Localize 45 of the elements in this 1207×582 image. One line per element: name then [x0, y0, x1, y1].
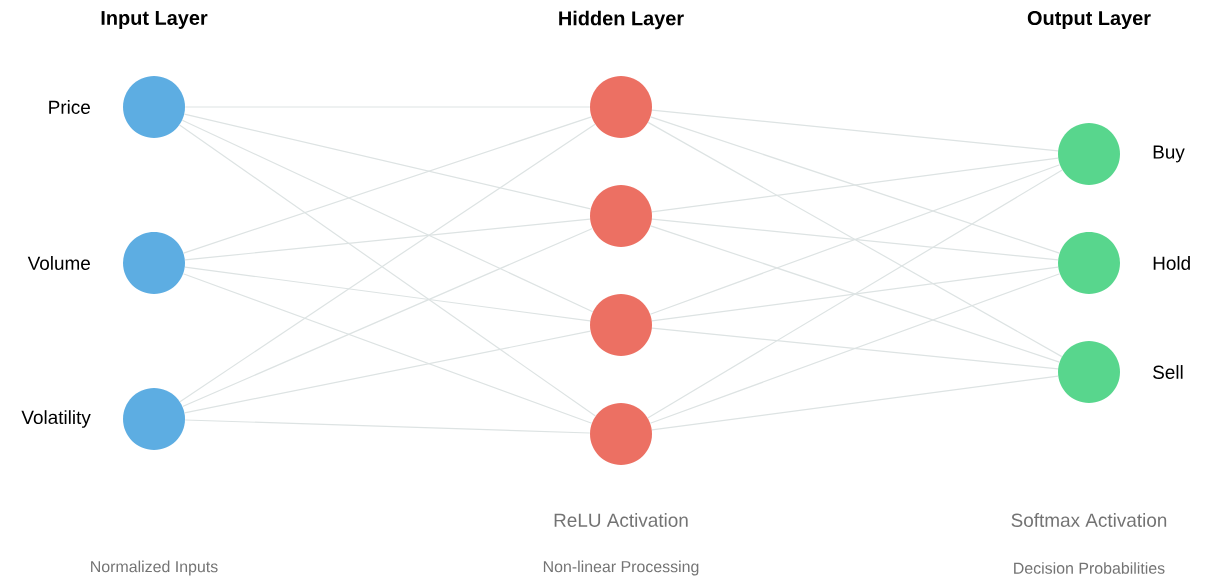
neuron-label: Hold — [1153, 256, 1190, 270]
connection-line — [651, 327, 1059, 370]
connection-line — [647, 169, 1063, 419]
connection-line — [184, 218, 591, 261]
connection-line — [182, 227, 593, 408]
connection-line — [651, 157, 1059, 213]
connection-line — [651, 218, 1059, 261]
connection-line — [650, 225, 1060, 363]
neuron-label: Volatility — [21, 410, 91, 428]
layer-caption: Softmax Activation — [1011, 513, 1167, 527]
heading: Hidden Layer — [559, 10, 684, 30]
connection-line — [651, 109, 1059, 152]
connection-line — [184, 330, 591, 414]
neuron-circle — [590, 294, 652, 356]
connection-line — [184, 266, 591, 322]
neuron-label: Buy — [1153, 145, 1185, 163]
neuron-circle — [590, 185, 652, 247]
layer-note: Non-linear Processing — [543, 560, 699, 576]
neuron-label: Volume — [27, 256, 90, 270]
connection-line — [181, 119, 594, 313]
connection-line — [182, 273, 593, 424]
neuron-circle — [123, 388, 185, 450]
connection-line — [651, 266, 1059, 322]
neuron-circle — [590, 76, 652, 138]
neuron-label: Price — [49, 100, 90, 114]
layer-note: Normalized Inputs — [91, 560, 218, 576]
layer-caption: ReLU Activation — [554, 513, 688, 527]
connection-line — [183, 116, 592, 254]
heading: Output Layer — [1027, 11, 1151, 30]
neuron-circle — [590, 403, 652, 465]
connection-line — [183, 113, 592, 210]
neuron-circle — [123, 76, 185, 138]
heading: Input Layer — [101, 11, 208, 29]
neuron-circle — [1058, 341, 1120, 403]
connection-line — [649, 164, 1061, 315]
connection-line — [647, 121, 1063, 358]
connection-line — [651, 375, 1059, 431]
neuron-circle — [1058, 232, 1120, 294]
neuron-circle — [123, 232, 185, 294]
connection-line — [650, 116, 1060, 254]
neuron-label: Sell — [1153, 365, 1183, 379]
connection-line — [649, 273, 1061, 424]
connection-line — [184, 419, 591, 434]
layer-note: Decision Probabilities — [1014, 562, 1165, 574]
neuron-circle — [1058, 123, 1120, 185]
